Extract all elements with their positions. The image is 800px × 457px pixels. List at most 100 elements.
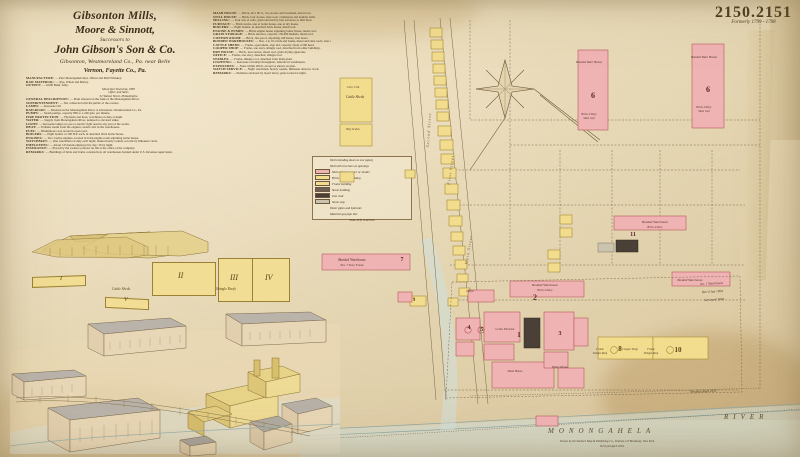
birdseye-label-II: II: [178, 271, 184, 280]
spec-row: HEAT: — Exhaust steam from the engines; …: [26, 126, 206, 130]
spec-text: 32 Walnut Street, Philadelphia: [99, 94, 138, 98]
legend-swatch: [314, 168, 330, 175]
spec-row: CATTLE SHEDS: — Frame, open sheds, slop …: [213, 44, 331, 48]
spec-row: BOILERS: — Eight boilers of 100 H.P. eac…: [26, 133, 206, 137]
spec-text: — Brick, four stories, metal roof, grain…: [235, 50, 307, 54]
spec-text: — Nos. 1 to 10, brick and frame, metal a…: [254, 40, 331, 43]
building-number: 6: [706, 85, 710, 94]
legend-row: Frame building: [314, 180, 412, 187]
map-label: Bonded Warehouse: [338, 258, 366, 262]
spec-term: BOILERS:: [213, 26, 231, 29]
spec-text: — Brick, 40 x 90 ft., two stories and ba…: [238, 12, 312, 15]
paper-corner-tear: [770, 0, 800, 140]
map-sub-label: Corn Crib: [347, 85, 360, 89]
map-label: Brick 4 Story: [696, 105, 712, 109]
birdseye-upper-illustration: [30, 228, 220, 303]
spec-term: MANUFACTURE:: [26, 77, 56, 80]
bonded-warehouse-6-right: [691, 43, 725, 129]
spec-row: PUMPS: — Steam pumps, capacity 800 to 1,…: [26, 112, 206, 116]
title-line-6: Vernon, Fayette Co., Pa.: [83, 67, 147, 74]
birdseye-caption-a: Cattle Sheds: [112, 287, 131, 291]
spec-row: CISTERN ROOM: — Brick, fire-proof, adjoi…: [213, 37, 331, 41]
spec-text: — Four sets of rolls; grain elevated by …: [230, 19, 313, 22]
map-sub-label: Frame: [595, 348, 604, 351]
spec-text: — Eight boilers, in detached brick house…: [230, 26, 297, 29]
spec-term: OFFICE:: [213, 54, 229, 57]
legend-row: Wall extending down to one (open): [315, 157, 412, 162]
spec-text: — Placed by the owners; policies on file…: [48, 147, 135, 150]
map-label: Bonded Ware House: [691, 55, 718, 59]
legend-label: Wall extending down to one (open): [330, 157, 374, 162]
spec-row: FIRE PROTECTION: — Hydrants and hose; wa…: [26, 116, 206, 120]
spec-term: BONDED WAREHOUSES:: [213, 40, 255, 43]
title-line-5: Gibsonton, Westmoreland Co., Pa. near Be…: [59, 59, 171, 65]
spec-text: — Frame, shingle roof, detached from mai…: [230, 57, 293, 61]
building-number: 4: [468, 325, 471, 331]
spec-row: INSURANCE: — Placed by the owners; polic…: [26, 147, 206, 151]
spec-row: 32 Walnut Street, Philadelphia: [26, 95, 206, 99]
spec-row: ENGINES: — Two Corliss engines, located …: [26, 137, 206, 141]
spec-text: Office and Sales: [108, 91, 129, 94]
bonded-warehouse-7: [321, 253, 411, 271]
spec-term: RAW MATERIAL:: [26, 80, 56, 84]
spec-text: — Kerosene lamps; no gas or electric lig…: [39, 122, 130, 126]
spec-term: REMARKS:: [213, 71, 233, 75]
map-label: Boiler House: [552, 365, 569, 369]
map-label: Brick 4 Story: [647, 225, 663, 229]
spec-term: COOPER SHOP:: [213, 47, 241, 50]
legend-label: Water pipes and hydrants: [330, 205, 362, 210]
title-block: Gibsonton Mills, Moore & Sinnott, Succes…: [26, 10, 204, 74]
spec-text: — Exhaust steam from the engines; steam …: [37, 126, 120, 129]
spec-term: SUPERINTENDENT:: [26, 101, 60, 105]
specification-text-left: MANUFACTURE: — Pure Monongahela Rye, Whe…: [26, 77, 206, 154]
legend-swatch: [314, 180, 330, 187]
spec-text: — Frame, open sheds, slop fed, capacity …: [241, 43, 315, 47]
spec-term: ENGINES:: [26, 136, 44, 140]
spec-row: DRY HOUSE: — Brick, four stories, metal …: [213, 51, 331, 55]
legend-label: Stone-way: [332, 199, 345, 204]
legend-swatch: [314, 186, 330, 193]
misc-structures: [339, 169, 639, 427]
map-label: Brick 4 Story: [581, 112, 597, 116]
map-label: Slate roof: [583, 116, 595, 120]
plate-number-block: 2150.2151 Formerly 1799 - 1798: [715, 4, 792, 25]
map-sub-label: Hay Scales: [345, 127, 360, 131]
spec-term: OUTPUT:: [26, 84, 43, 87]
spec-text: — Hydrants and hose; watchman on duty at…: [60, 115, 123, 119]
spec-text: — Bituminous coal, stored in open yard.: [37, 129, 88, 133]
building-number: 3: [559, 331, 562, 337]
spec-row: STABLES: — Frame, shingle roof, detached…: [213, 58, 331, 62]
river-label-2: RIVER: [723, 413, 768, 421]
building-number: 6: [591, 91, 595, 100]
title-line-3: Successors to: [100, 38, 130, 43]
spec-row: LAMPS: — Kerosene Oil.: [26, 105, 206, 109]
spec-term: GRAIN STORAGE:: [213, 33, 245, 36]
map-label: Slate roof: [698, 109, 710, 113]
rail-lines: [299, 387, 800, 441]
spec-row: MANUFACTURE: — Pure Monongahela Rye, Whe…: [26, 77, 206, 81]
spec-text: — Brick engine house adjoining boiler ho…: [245, 29, 317, 33]
spec-text: — Brick, fire-proof, adjoining still hou…: [242, 36, 309, 40]
title-line-1: Gibsonton Mills,: [72, 10, 158, 22]
spec-text: — 6,000 Bush. daily.: [42, 84, 69, 87]
legend-row: Wall with iron cover or shutter: [314, 168, 412, 175]
spec-term: HEAT:: [26, 126, 38, 129]
map-label: Mash House: [506, 369, 523, 373]
birdseye-block-II: [152, 262, 216, 296]
spec-text: — Buildings of brick and frame construct…: [45, 150, 173, 154]
spec-row: STILL HOUSE: — Brick, four stories, slat…: [213, 16, 331, 20]
bonded-warehouse-6-left: [577, 49, 609, 131]
spec-row: OFFICE: — Frame, one story, detached, sh…: [213, 54, 331, 58]
spec-text: — Two Corliss engines, located in brick …: [43, 136, 140, 140]
distillery-complex: [409, 289, 674, 389]
spec-term: EXPOSURES:: [213, 64, 236, 68]
spec-term: FIRE PROTECTION:: [26, 115, 61, 119]
map-label: Cattle Sheds: [346, 95, 365, 99]
spec-term: ENGINE & PUMPS:: [213, 29, 246, 33]
spec-term: BOILERS:: [26, 133, 44, 136]
map-label: Bonded Warehouse: [642, 220, 669, 224]
map-label: Cooper Shop: [622, 347, 638, 351]
